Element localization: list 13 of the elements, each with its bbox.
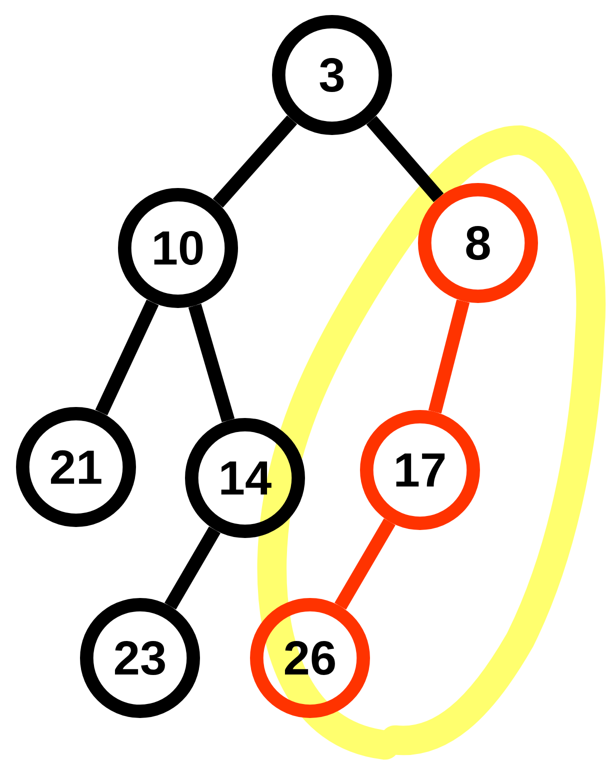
tree-node: 10 <box>118 188 238 308</box>
tree-node: 23 <box>80 598 200 718</box>
tree-edge <box>334 518 396 610</box>
tree-edge <box>188 304 235 422</box>
tree-node: 21 <box>16 407 136 527</box>
tree-edge <box>95 300 159 416</box>
tree-node: 8 <box>418 183 538 303</box>
tree-edge <box>164 526 221 610</box>
tree-edge <box>428 300 470 414</box>
tree-node: 17 <box>360 410 480 530</box>
tree-edge <box>366 116 444 202</box>
tree-node: 3 <box>272 15 392 135</box>
tree-edge <box>212 115 298 208</box>
